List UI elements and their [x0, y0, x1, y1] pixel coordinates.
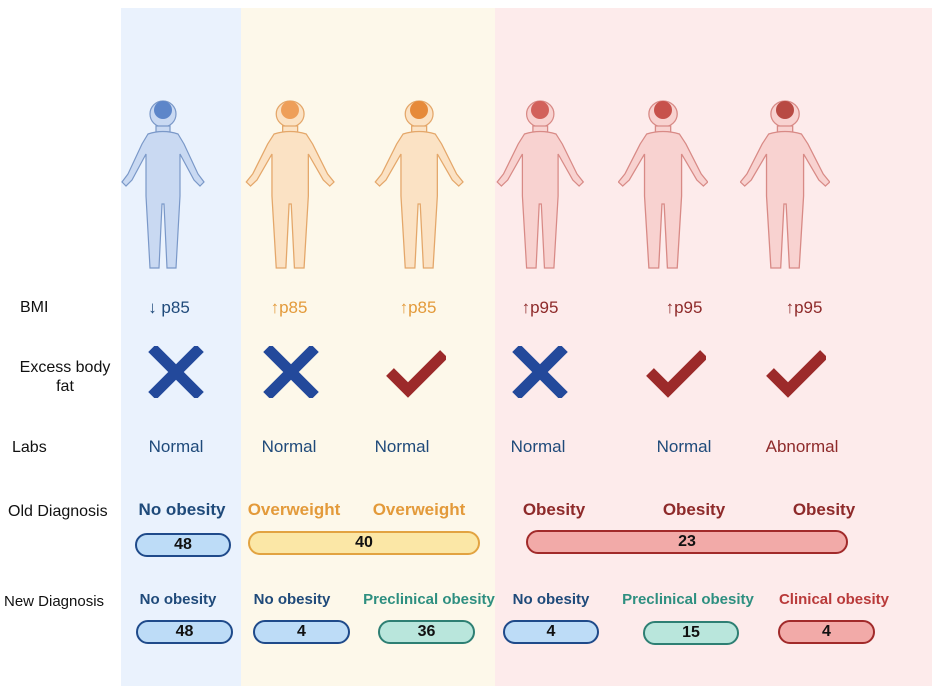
labs-value: Normal [261, 437, 317, 456]
new-diagnosis-label: Preclinical obesity [622, 591, 754, 608]
old-diagnosis-label: No obesity [138, 500, 226, 519]
old-diagnosis-label: Obesity [792, 500, 856, 519]
old-count-pill: 23 [526, 530, 848, 554]
bmi-value: ↑p85 [399, 298, 437, 317]
old-diagnosis-label: Obesity [662, 500, 726, 519]
child-figure-3 [374, 96, 464, 276]
bmi-value: ↓ p85 [148, 298, 190, 317]
old-diagnosis-label: Overweight [372, 500, 466, 519]
old-diagnosis-label: Overweight [247, 500, 341, 519]
old-diagnosis-label: Obesity [522, 500, 586, 519]
bmi-value: ↑p95 [785, 298, 823, 317]
check-icon [766, 350, 826, 398]
new-diagnosis-label: Clinical obesity [778, 591, 890, 608]
bmi-value: ↑p85 [270, 298, 308, 317]
labs-value: Normal [656, 437, 712, 456]
child-figure-2 [245, 96, 335, 276]
child-figure-6 [740, 96, 830, 276]
panel-no-obesity [121, 8, 241, 686]
bmi-value: ↑p95 [521, 298, 559, 317]
labs-value: Normal [148, 437, 204, 456]
row-label-new-diagnosis: New Diagnosis [4, 593, 105, 610]
labs-value: Normal [374, 437, 430, 456]
old-count-pill: 40 [248, 531, 480, 555]
cross-icon [148, 346, 204, 398]
panel-obesity [495, 8, 932, 686]
new-count-pill: 48 [136, 620, 233, 644]
new-diagnosis-label: No obesity [139, 591, 217, 608]
row-label-old-diagnosis: Old Diagnosis [8, 503, 108, 520]
new-count-pill: 4 [503, 620, 599, 644]
labs-value: Abnormal [765, 437, 839, 456]
row-label-excess-body-fat: Excess body fat [19, 359, 111, 395]
bmi-value: ↑p95 [665, 298, 703, 317]
child-figure-1 [118, 96, 208, 276]
row-label-labs: Labs [12, 439, 47, 456]
check-icon [386, 350, 446, 398]
row-label-bmi: BMI [20, 299, 49, 316]
new-diagnosis-label: No obesity [253, 591, 331, 608]
labs-value: Normal [510, 437, 566, 456]
new-count-pill: 4 [253, 620, 350, 644]
check-icon [646, 350, 706, 398]
old-count-pill: 48 [135, 533, 231, 557]
cross-icon [263, 346, 319, 398]
new-count-pill: 36 [378, 620, 475, 644]
cross-icon [512, 346, 568, 398]
new-diagnosis-label: Preclinical obesity [363, 591, 495, 608]
new-count-pill: 15 [643, 621, 739, 645]
child-figure-4 [495, 96, 585, 276]
new-diagnosis-label: No obesity [512, 591, 590, 608]
child-figure-5 [618, 96, 708, 276]
new-count-pill: 4 [778, 620, 875, 644]
